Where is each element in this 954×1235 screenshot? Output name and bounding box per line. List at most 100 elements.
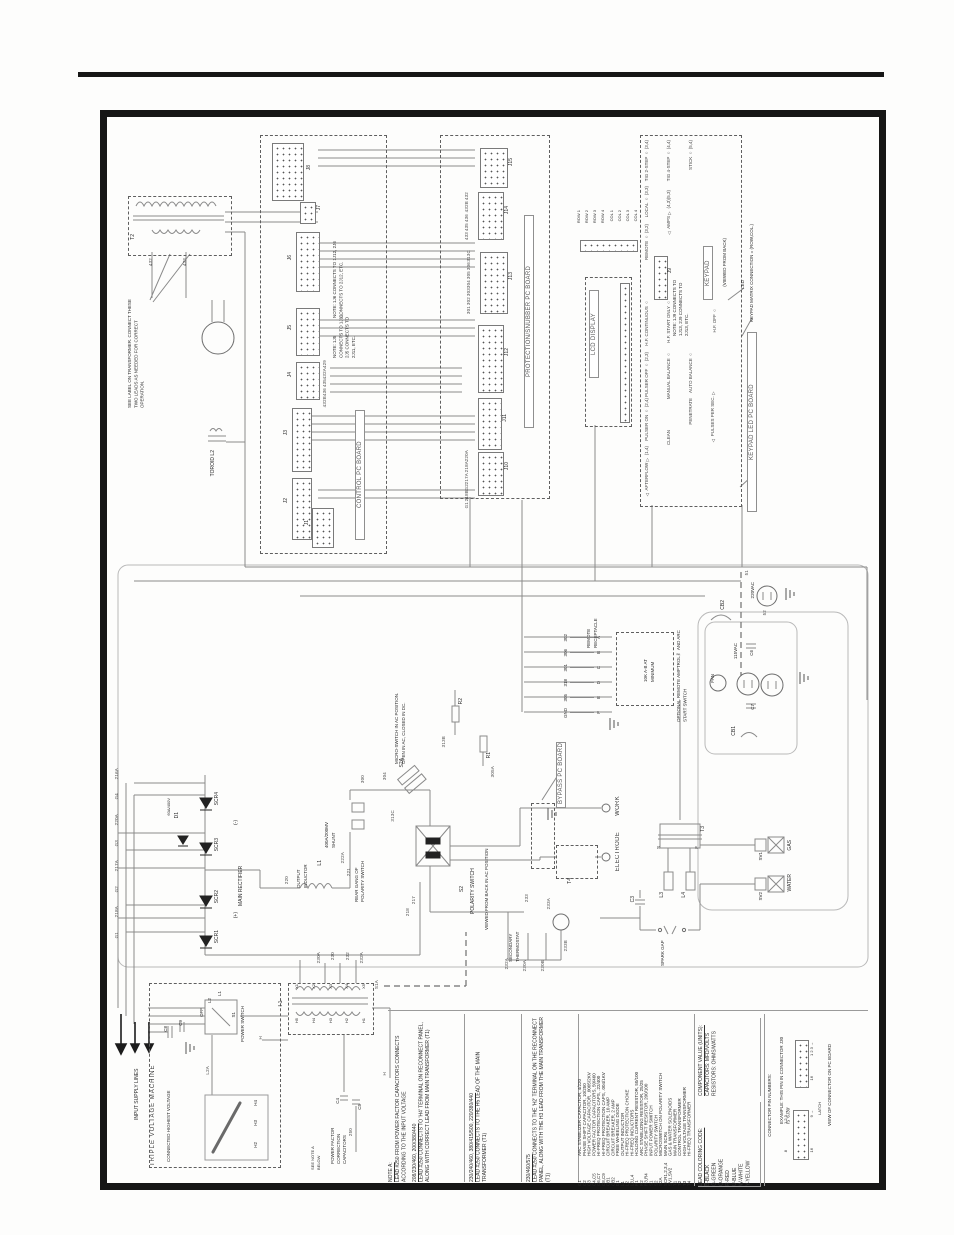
pin-letter: C (596, 665, 601, 670)
led-label: LED (740, 280, 745, 289)
lcd-pin-label: COL 2 (616, 210, 622, 222)
connector-j6 (296, 232, 320, 292)
t2-box (128, 196, 232, 256)
connector-j13 (480, 252, 508, 314)
lead-tag: 313C (466, 250, 471, 262)
note-variant: 230/240/460, 380/415/500, 220/380/440 LE… (469, 1014, 522, 1182)
pin-grid-inline (795, 1040, 809, 1088)
lead-color-entry: O-ORANGE (718, 1158, 725, 1186)
connector-label: J14 (504, 206, 510, 215)
sv1-label: SV1 (758, 852, 763, 861)
keypad-title: KEYPAD (703, 246, 713, 300)
lead-tag: 301 (466, 305, 471, 314)
lead-tag: 221 (346, 868, 351, 877)
lead-tag: H (382, 1072, 387, 1076)
lead-tag: 305 (466, 270, 471, 280)
lead-tag: 302 (466, 297, 471, 306)
l3-label: L3 (659, 892, 665, 898)
connector-label: J9 (667, 268, 673, 274)
machine-label: TRIPLE VOLTAGE MACHINE (150, 1064, 156, 1166)
keypad-button: PULSER OFF ○ (2,3) (644, 352, 649, 398)
matrix-note: KEYPAD MATRIX CONNECTION = (ROW,COL.) (749, 224, 754, 322)
lcd-box (585, 277, 632, 427)
d1-label: D1 (174, 812, 180, 819)
lcd-title: LCD DISPLAY (589, 290, 599, 378)
lead-tag: 220A (114, 814, 119, 826)
keypad-button: TIG 2-STEP ○ (3,4) (644, 140, 649, 182)
pin-wire (570, 667, 594, 668)
microswitch-note: MICRO-SWITCH IN AC POSITION. OPEN IN AC,… (394, 692, 406, 764)
note-j6: NOTE: 1J6 CONNECTS TO 1J12, 2J6 CONNECTS… (332, 241, 344, 318)
lcd-pin-label: ROW 4 (600, 210, 606, 224)
bypass-board-title: BYPASS PC BOARD (556, 742, 566, 808)
connector-label: J6 (287, 255, 293, 261)
pin-wire (570, 637, 594, 638)
shunt-label: 400A/200MV SHUNT (324, 821, 336, 848)
terminal-label: H3 (327, 1018, 333, 1024)
lead-tag: 218B (464, 490, 469, 502)
note-a-intro: LEAD #250 FROM POWER FACTOR CAPACITORS C… (394, 1035, 408, 1182)
l1-label: L1 (317, 860, 323, 866)
keypad-board-title: KEYPAD LED PC BOARD (747, 332, 757, 512)
lead-tag: 230A (316, 952, 321, 964)
lead-tag: 433 (182, 258, 187, 267)
keypad-button: TIG 4-STEP ○ (4,4) (666, 140, 671, 182)
pin-wire (570, 712, 594, 713)
main-rectifier-label: MAIN RECTIFIER (238, 865, 244, 906)
lead-tag: 216A (114, 768, 119, 780)
note-variant: 230/460/575 LEAD #250 CONNECTS TO THE 'H… (526, 1014, 579, 1182)
connector-pins-title: CONNECTOR PIN NUMBERS: (767, 1074, 772, 1137)
terminal-label: X4 (344, 984, 350, 989)
control-board-box (260, 135, 387, 554)
lead-color-entry: R-RED (725, 1170, 731, 1186)
pin-row-label: 8 (783, 1150, 788, 1153)
lead-tag: 304 (382, 772, 387, 781)
t4-box (556, 845, 598, 879)
lead-tag: 306 (466, 262, 471, 271)
keypad-button: MANUAL BALANCE ○ (666, 352, 671, 400)
lead-tag: 230B (540, 960, 545, 972)
lead-tag: 436 (464, 213, 469, 222)
notes-top-rule (388, 1010, 868, 1011)
lead-tag: 218A (464, 461, 469, 473)
lead-tag: 432B (464, 201, 469, 213)
lead-tag: 313B (441, 736, 446, 748)
lead-tag: 306 (563, 648, 568, 657)
lead-tag: 250 (348, 1128, 353, 1137)
bypass-conn-box (531, 803, 555, 869)
lead-tag: 217A (464, 472, 469, 484)
lcd-pin-label: ROW 1 (576, 210, 581, 224)
pin-row-label: 1 2 3 → (783, 1110, 788, 1125)
see-note-label: SEE NOTE A BELOW (310, 1146, 321, 1170)
lead-tag: 303 (466, 288, 471, 297)
component-list: C1ARC STABILIZER CAPACITOR, 4/220 C2PHAS… (577, 1014, 695, 1186)
keypad-board-box (640, 135, 742, 507)
terminal-label: X1 (294, 984, 299, 989)
lead-color-entry: G-GREEN (711, 1162, 718, 1186)
lead-tag: 232A (504, 958, 509, 970)
lead-tag: 435 (464, 222, 469, 231)
polarity-switch-label: POLARITY SWITCH (470, 868, 476, 914)
pin-wire (570, 652, 594, 653)
connector-j11 (478, 398, 502, 450)
connector-j10 (478, 452, 504, 496)
keypad-button: △ AMPS ▽ (4,3)(5,3) (666, 190, 671, 235)
machine-box (149, 983, 281, 1168)
connector-label: J15 (508, 158, 514, 167)
lcd-pin-label: ROW 2 (584, 210, 590, 224)
terminal-label: H5 (294, 1018, 299, 1024)
connector-j3 (292, 408, 312, 472)
protection-board-title: PROTECTION/SNUBBER PC BOARD (524, 215, 534, 428)
c9-label: C9 (178, 1020, 183, 1026)
t1-box (288, 983, 374, 1035)
keypad-button: H.F. OFF ○ (712, 308, 717, 333)
control-board-title: CONTROL PC BOARD (355, 410, 365, 540)
lead-tag: 220 (284, 876, 289, 885)
lead-tag: S1A (374, 980, 379, 990)
lead-tag: 313C (390, 810, 395, 822)
